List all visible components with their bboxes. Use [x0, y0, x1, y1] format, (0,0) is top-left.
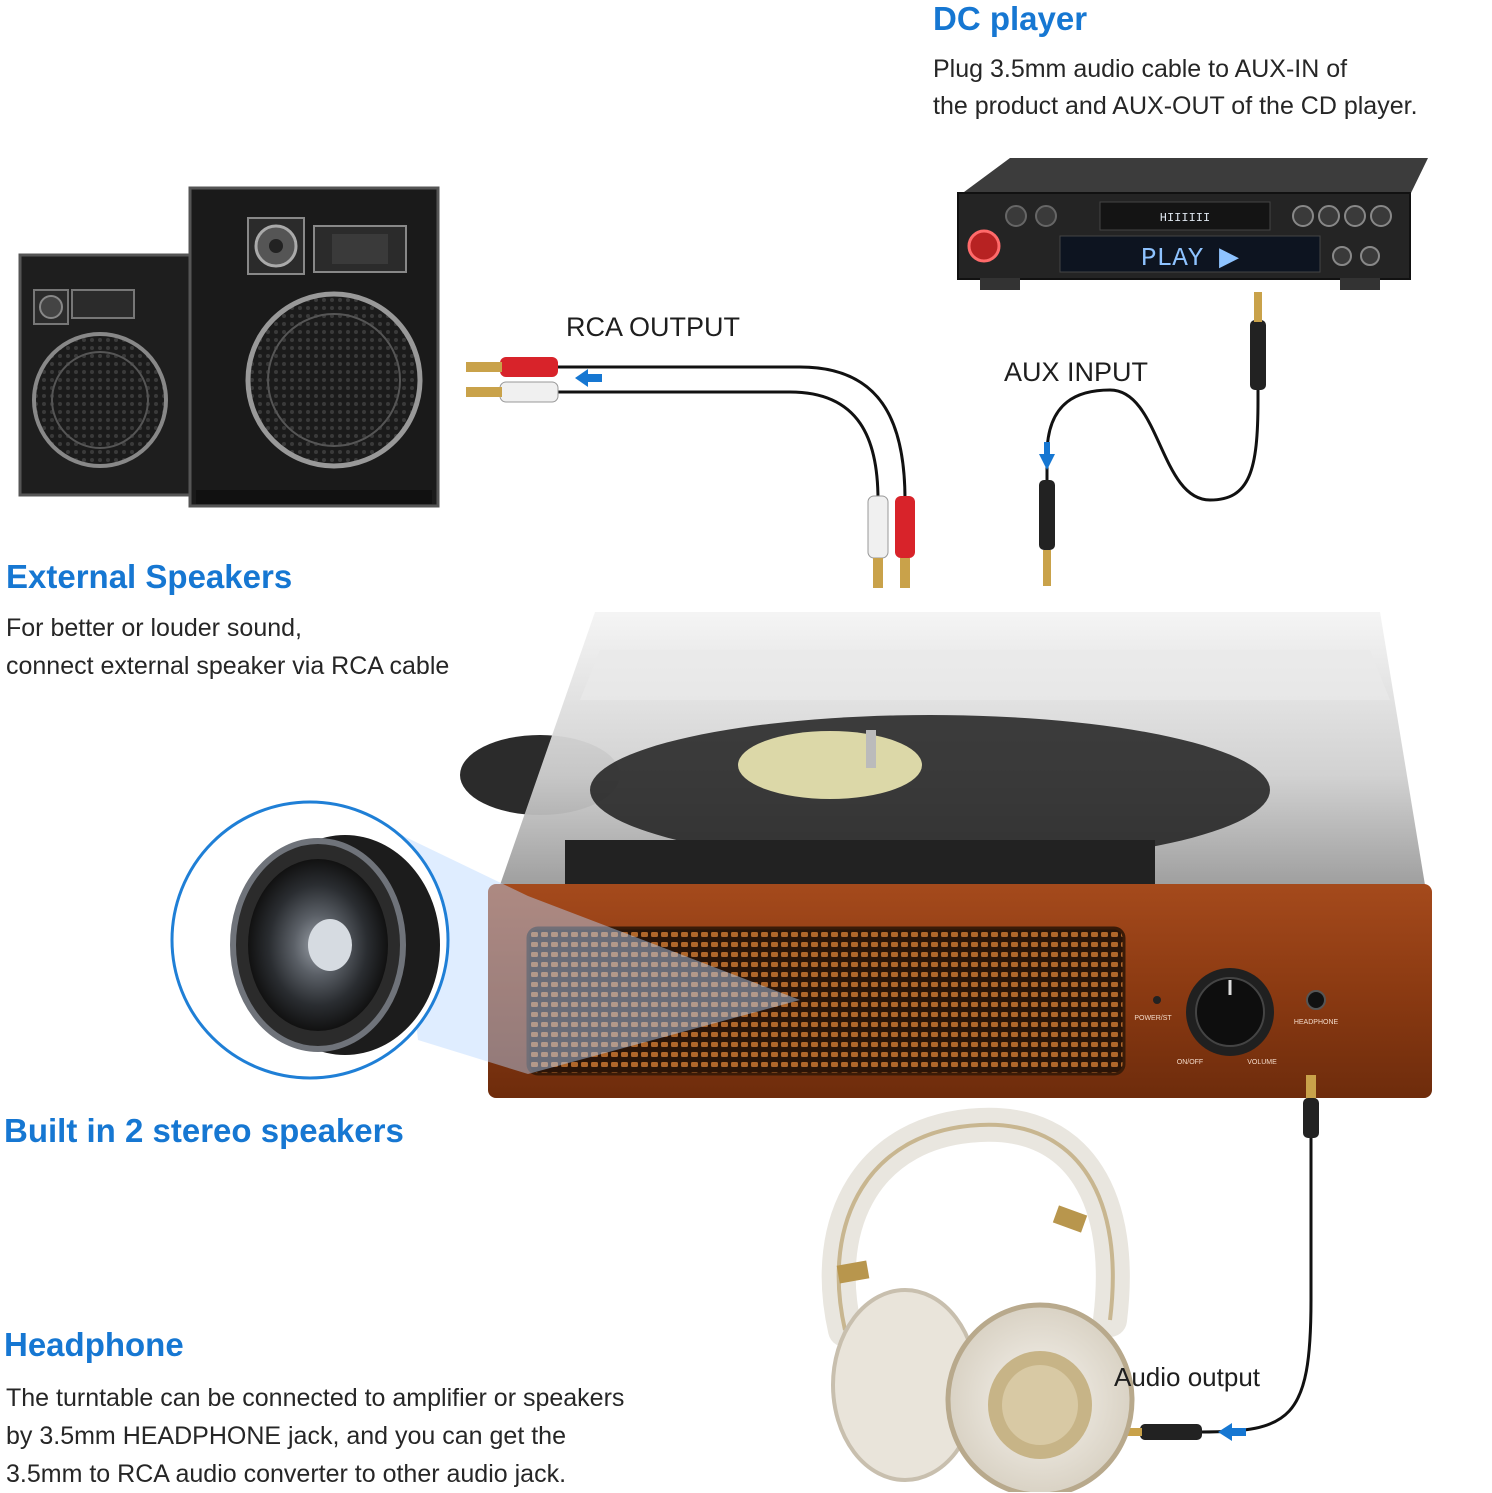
headphone-desc-line1: The turntable can be connected to amplif… [6, 1384, 625, 1412]
headphone-desc-line3: 3.5mm to RCA audio converter to other au… [6, 1460, 567, 1488]
power-panel-label: POWER/ST [1134, 1015, 1172, 1022]
external-speakers-desc-line2: connect external speaker via RCA cable [6, 652, 450, 680]
dc-player-desc-line2: the product and AUX-OUT of the CD player… [933, 92, 1418, 120]
cd-display-main-text: PLAY ▶ [1141, 243, 1239, 273]
large-speaker-cabinet [188, 186, 440, 508]
volume-panel-label: VOLUME [1247, 1059, 1277, 1066]
headphone-panel-label: HEADPHONE [1294, 1019, 1339, 1026]
rca-direction-arrow-icon [575, 369, 602, 387]
cd-player-illustration: HIIIIII PLAY ▶ [957, 158, 1428, 290]
aux-input-label: AUX INPUT [1004, 357, 1149, 387]
headphone-title: Headphone [4, 1326, 184, 1363]
headphones-illustration [821, 1107, 1135, 1492]
cd-display-top-text: HIIIIII [1160, 211, 1210, 225]
built-in-speakers-title: Built in 2 stereo speakers [4, 1112, 404, 1149]
external-speakers-illustration [18, 186, 440, 508]
built-in-speaker-callout [170, 800, 800, 1080]
rca-output-label: RCA OUTPUT [566, 312, 741, 342]
audio-output-label: Audio output [1114, 1362, 1261, 1392]
rca-cable [466, 357, 915, 588]
small-speaker-cabinet [18, 253, 202, 497]
dc-player-desc-line1: Plug 3.5mm audio cable to AUX-IN of [933, 55, 1348, 83]
external-speakers-title: External Speakers [6, 558, 293, 595]
headphone-desc-line2: by 3.5mm HEADPHONE jack, and you can get… [6, 1422, 566, 1450]
dc-player-title: DC player [933, 0, 1088, 37]
audio-output-arrow-icon [1218, 1423, 1246, 1441]
turntable-illustration: POWER/ST ON/OFF VOLUME HEADPHONE [460, 612, 1432, 1098]
aux-cable [1039, 292, 1266, 586]
aux-direction-arrow-icon [1039, 442, 1055, 470]
external-speakers-desc-line1: For better or louder sound, [6, 614, 302, 642]
onoff-panel-label: ON/OFF [1177, 1059, 1203, 1066]
